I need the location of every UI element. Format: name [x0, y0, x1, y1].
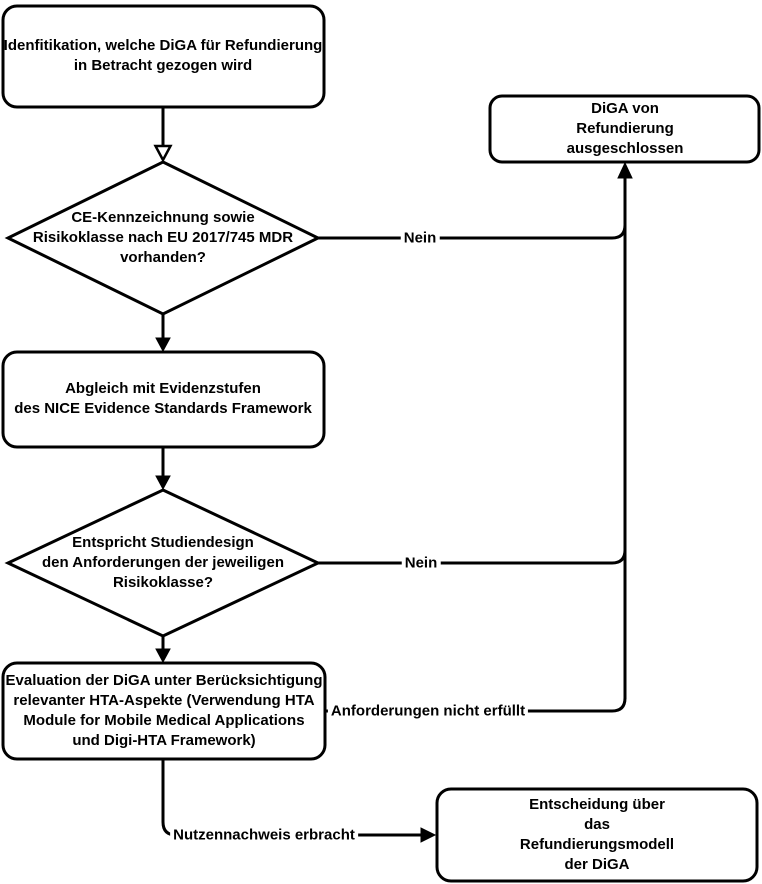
node-excluded-label: DiGA von Refundierung ausgeschlossen [566, 100, 684, 157]
edge-label-nein-2: Nein [401, 554, 441, 572]
node-nice-alignment-label: Abgleich mit Evidenzstufen des NICE Evid… [14, 380, 312, 417]
edge-label-nein-1: Nein [400, 229, 440, 247]
edge-evaluation-to-decision [161, 759, 421, 837]
node-evaluation-shape [1, 661, 327, 761]
node-ce-check-diamond [4, 160, 322, 316]
flowchart-node-shapes [1, 4, 761, 883]
node-ce-check-label: CE-Kennzeichnung sowie Risikoklasse nach… [32, 209, 294, 266]
edge-label-benefit-proven: Nutzennachweis erbracht [170, 826, 358, 844]
edge-evaluation-not-fulfilled [325, 697, 627, 713]
edge-label-requirements-not-met: Anforderungen nicht erfüllt [327, 702, 529, 720]
arrowhead-icon [617, 161, 633, 179]
node-decision-shape [435, 787, 759, 883]
arrowhead-icon [155, 648, 171, 664]
arrowhead-icon [155, 337, 171, 353]
edge-ce-check-nein [318, 224, 627, 240]
node-excluded-shape [488, 94, 761, 164]
node-evaluation-label: Evaluation der DiGA unter Berücksichtigu… [5, 672, 323, 749]
arrowhead-icon [420, 827, 437, 843]
node-nice-alignment-shape [1, 350, 326, 449]
edge-study-design-nein [318, 549, 627, 565]
open-arrowhead-icon [153, 144, 173, 163]
node-identification-shape [1, 4, 326, 109]
node-study-design-diamond [4, 488, 322, 638]
arrowhead-icon [155, 475, 171, 491]
node-identification-label: Idenfitikation, welche DiGA für Refundie… [3, 37, 323, 74]
node-decision-label: Entscheidung über das Refundierungsmodel… [519, 796, 675, 873]
node-study-design-label: Entspricht Studiendesign den Anforderung… [42, 534, 284, 591]
